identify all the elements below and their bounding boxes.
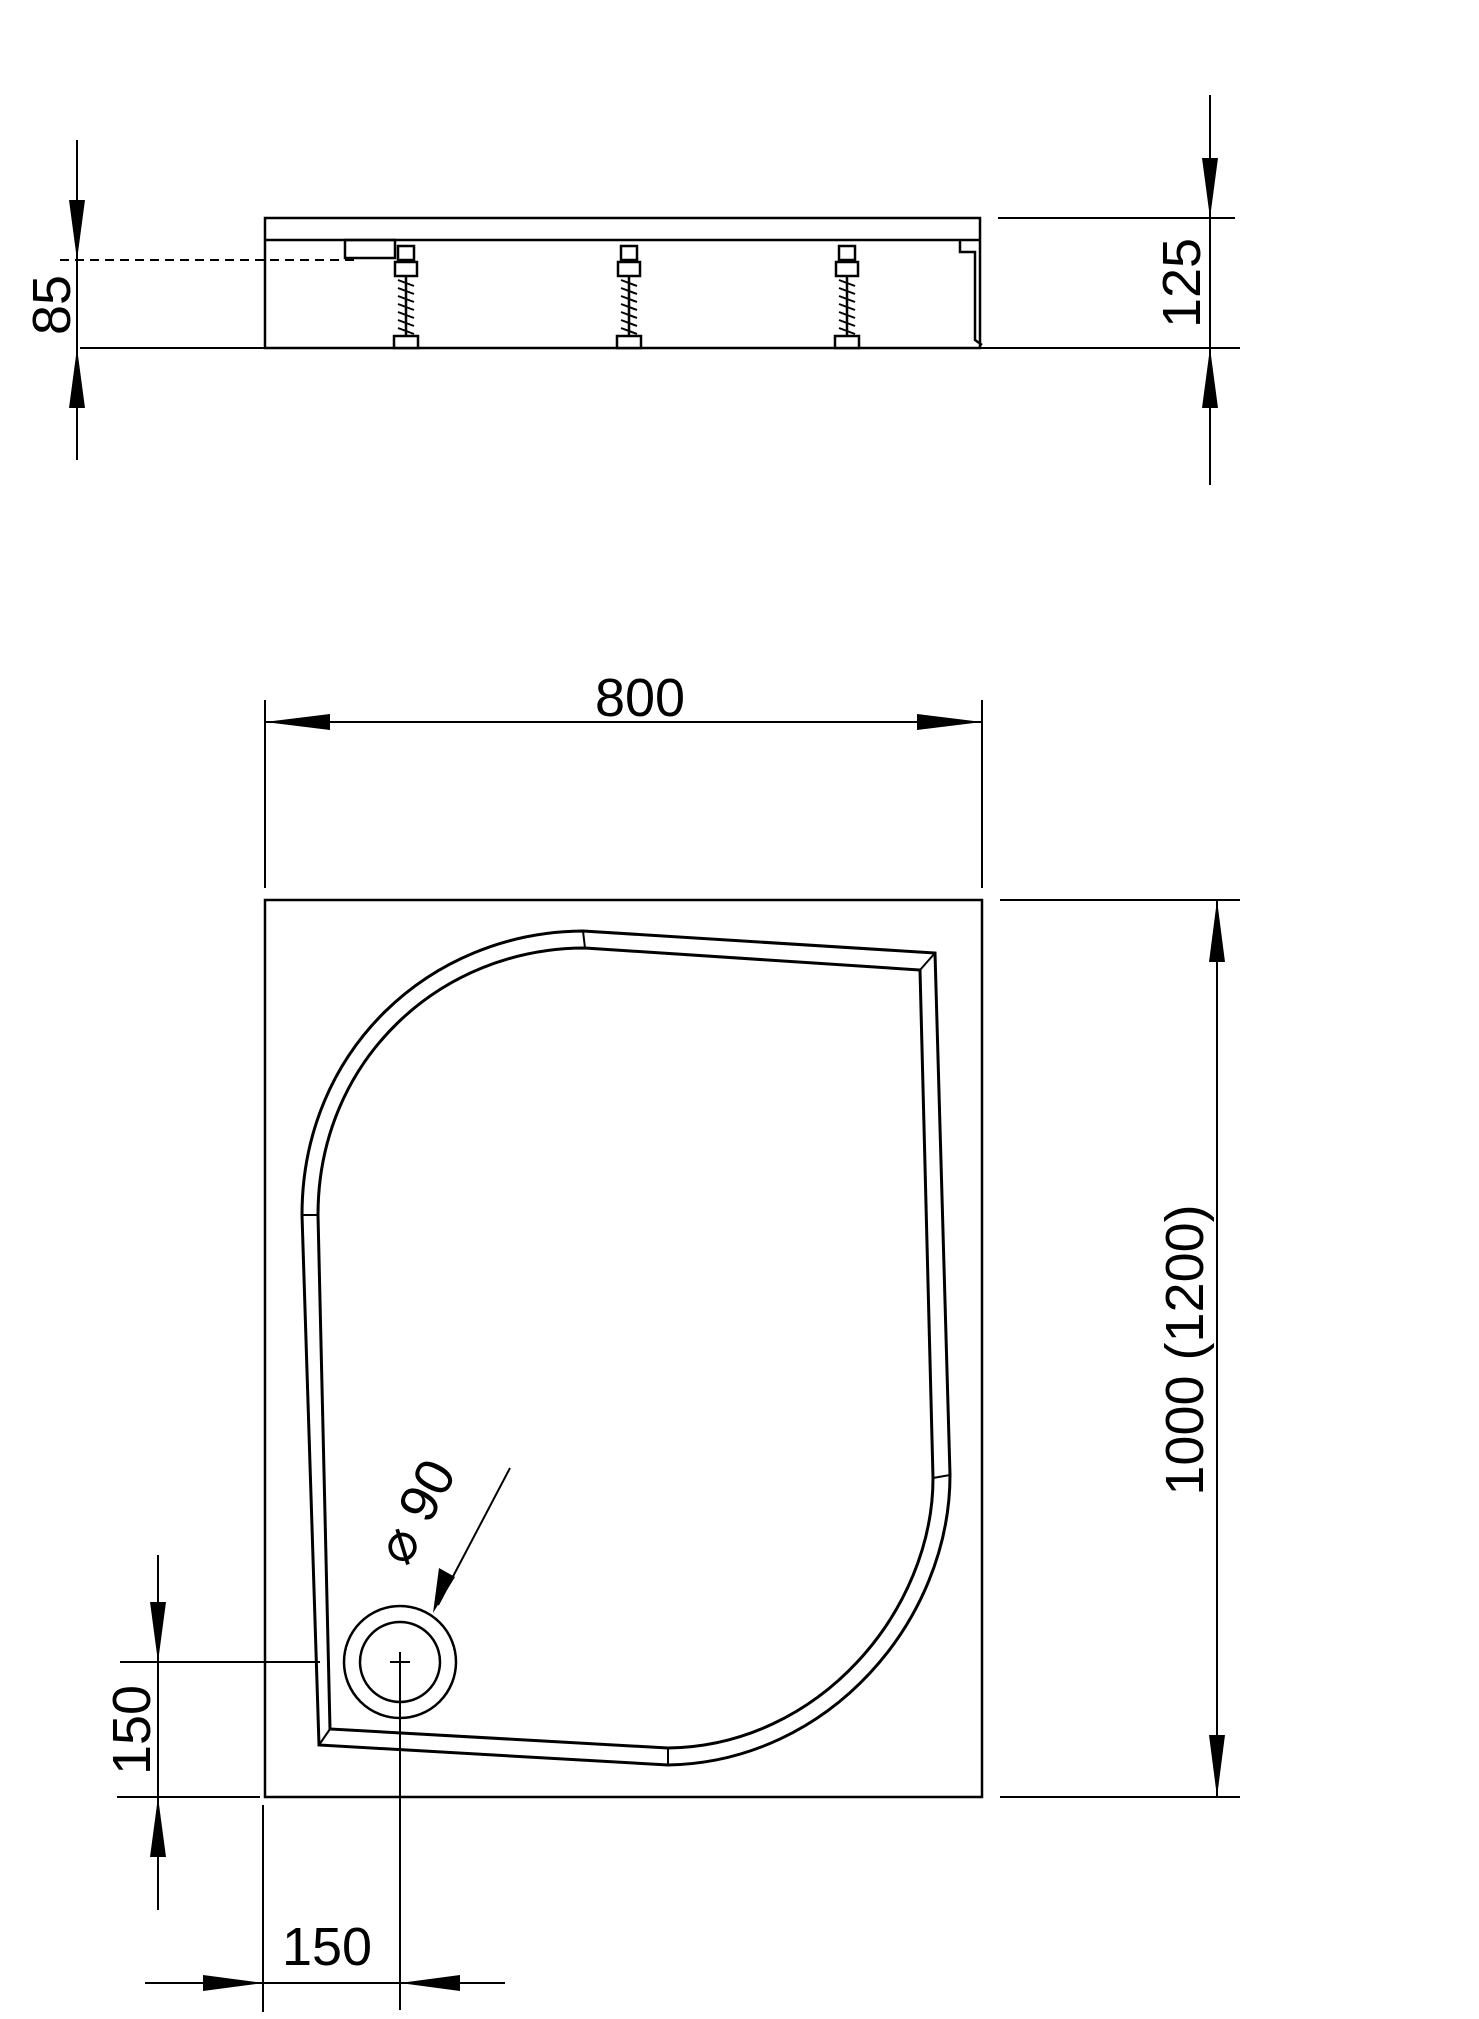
dimension-150-vertical-arrow-top — [150, 1602, 166, 1662]
dimension-150-horizontal: 150 — [145, 1805, 505, 2012]
dimension-1000-label: 1000 (1200) — [1155, 1204, 1215, 1495]
dimension-150-vertical-arrow-bottom — [150, 1797, 166, 1857]
dimension-drain-diameter: ⌀ 90 — [364, 1450, 511, 1613]
dimension-85: 85 — [22, 140, 85, 460]
dimension-85-arrow-bottom — [69, 348, 85, 408]
dimension-800: 800 — [264, 668, 983, 888]
dimension-125: 125 — [998, 95, 1235, 485]
top-view: 800 1000 (1200) 150 150 — [102, 668, 1240, 2012]
side-view: 85 125 — [22, 95, 1240, 485]
dimension-125-label: 125 — [1152, 238, 1212, 328]
leg-1 — [392, 244, 420, 350]
top-view-tray-outline — [263, 898, 984, 1799]
diameter-leader-arrow — [433, 1568, 455, 1613]
dimension-150-vertical: 150 — [102, 1555, 260, 1910]
dimension-150-horizontal-arrow-left — [203, 1975, 263, 1991]
dimension-125-arrow-bottom — [1202, 348, 1218, 408]
dimension-1000: 1000 (1200) — [1000, 899, 1240, 1798]
leg-3 — [833, 244, 861, 350]
leg-2 — [615, 244, 643, 350]
dimension-150-horizontal-arrow-right — [400, 1975, 460, 1991]
dimension-drain-diameter-label: ⌀ 90 — [364, 1450, 467, 1573]
side-view-right-profile — [958, 240, 983, 347]
dimension-1000-arrow-bottom — [1209, 1735, 1225, 1797]
dimension-85-arrow-top — [69, 200, 85, 260]
dimension-150-horizontal-label: 150 — [282, 1917, 372, 1977]
dimension-125-arrow-top — [1202, 158, 1218, 218]
dimension-800-arrow-left — [265, 714, 330, 730]
dimension-800-label: 800 — [595, 668, 685, 728]
dimension-85-label: 85 — [22, 275, 82, 335]
side-view-left-wedge — [343, 238, 397, 260]
dimension-1000-arrow-top — [1209, 900, 1225, 962]
dimension-150-vertical-label: 150 — [102, 1685, 162, 1775]
dimension-800-arrow-right — [917, 714, 982, 730]
